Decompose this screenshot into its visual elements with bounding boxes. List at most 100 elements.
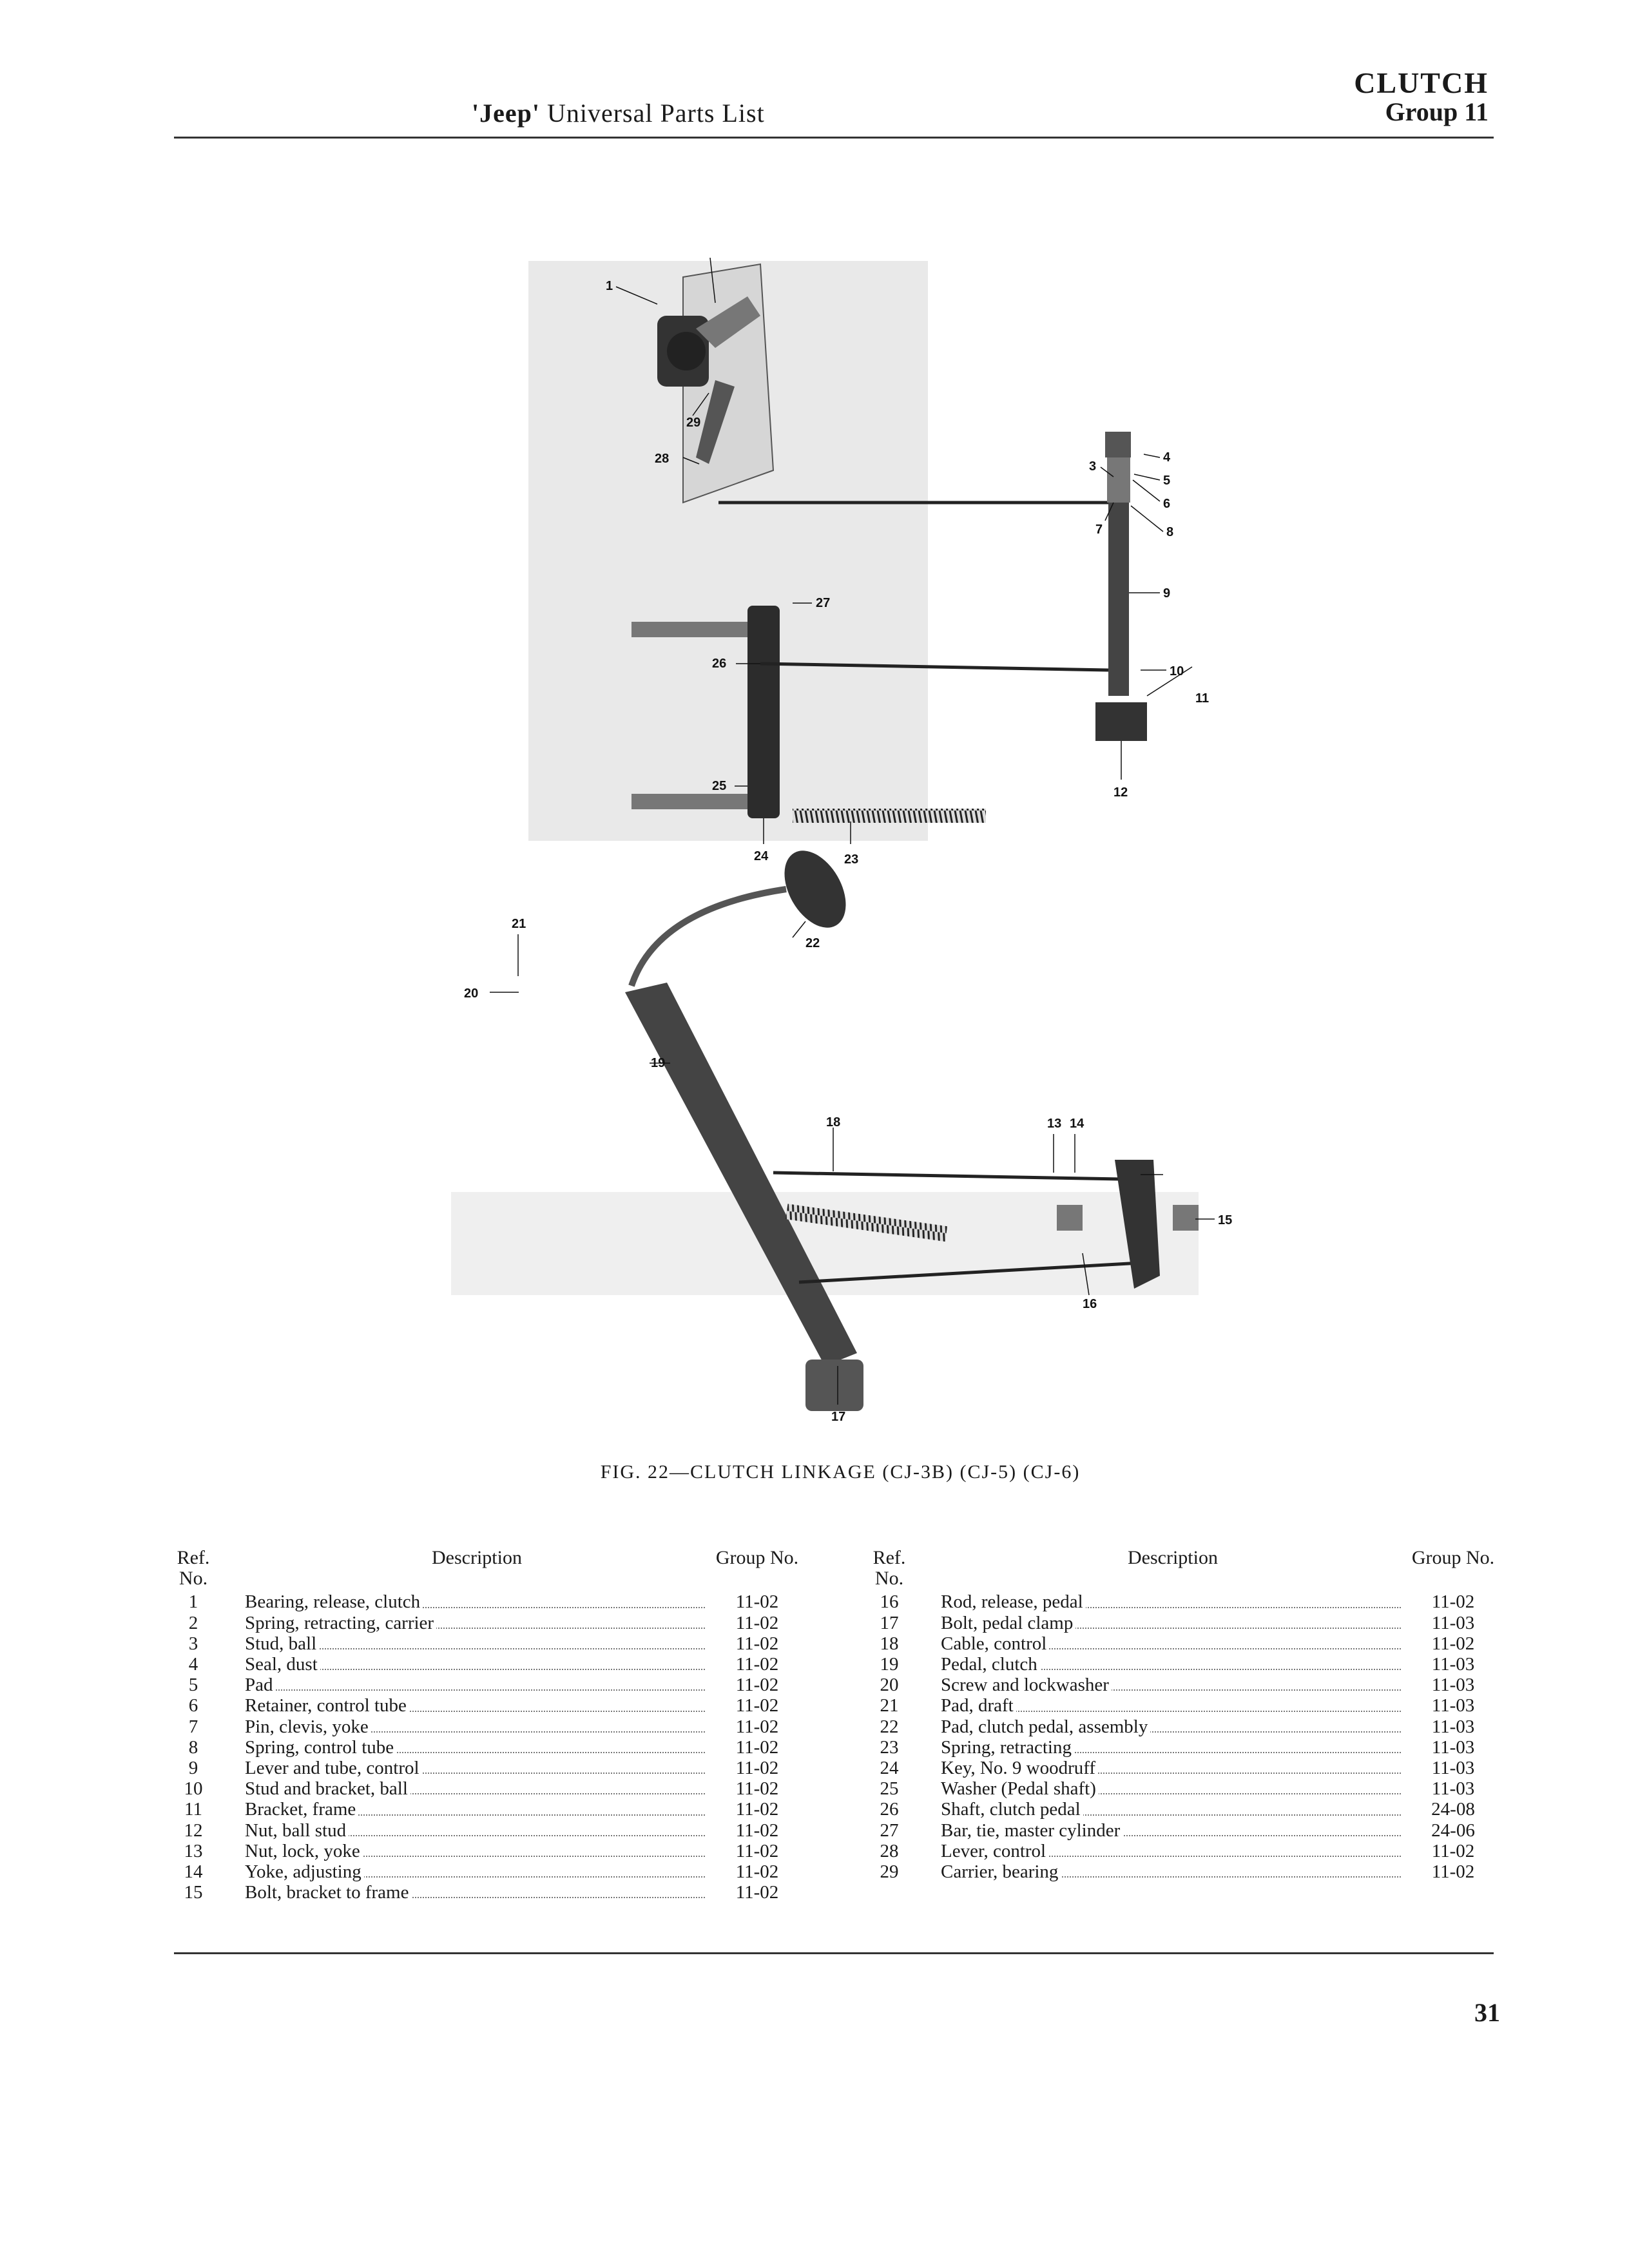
description-cell: Nut, ball stud [226, 1820, 709, 1841]
description-text: Key, No. 9 woodruff [941, 1758, 1099, 1779]
ref-no-cell: 21 [880, 1695, 899, 1716]
callout-21: 21 [512, 917, 526, 931]
callout-labels: 1 2 3 4 5 6 7 8 9 10 11 12 13 14 15 16 1… [464, 258, 1232, 1424]
callout-11: 11 [1195, 691, 1209, 706]
callout-6: 6 [1163, 497, 1170, 511]
section-heading: CLUTCH Group 11 [1354, 67, 1489, 127]
ref-no-cell: 29 [880, 1861, 899, 1883]
description-cell: Screw and lockwasher [921, 1675, 1405, 1696]
description-cell: Lever, control [921, 1840, 1405, 1861]
group-no-cell: 11-02 [735, 1612, 779, 1633]
description-text: Spring, retracting [941, 1736, 1074, 1758]
description-text: Washer (Pedal shaft) [941, 1778, 1099, 1800]
callout-7: 7 [1095, 523, 1103, 537]
description-cell: Pad [226, 1675, 709, 1696]
group-no-cell: 11-02 [1431, 1861, 1475, 1883]
document-title: Universal Parts List [546, 99, 765, 128]
group-no-cell: 11-02 [735, 1778, 779, 1800]
group-label: Group 11 [1385, 97, 1489, 127]
description-cell: Carrier, bearing [921, 1861, 1405, 1883]
description-cell: Nut, lock, yoke [226, 1840, 709, 1861]
description-text: Cable, control [941, 1633, 1050, 1654]
ref-no-cell: 10 [184, 1778, 203, 1800]
page-number: 31 [1474, 1998, 1500, 2027]
description-cell: Bracket, frame [226, 1799, 709, 1820]
group-no-cell: 11-02 [735, 1591, 779, 1613]
callout-5: 5 [1163, 474, 1170, 488]
group-no-cell: 11-03 [1431, 1654, 1475, 1675]
group-no-cell: 11-03 [1431, 1612, 1475, 1633]
description-cell: Pin, clevis, yoke [226, 1716, 709, 1737]
description-header: Description [1128, 1548, 1218, 1568]
ref-no-cell: 3 [188, 1633, 198, 1654]
description-text: Screw and lockwasher [941, 1675, 1112, 1696]
callout-19: 19 [651, 1056, 665, 1070]
description-cell: Stud and bracket, ball [226, 1778, 709, 1800]
group-no-cell: 11-02 [735, 1861, 779, 1883]
group-no-cell: 11-03 [1431, 1695, 1475, 1716]
description-text: Bolt, pedal clamp [941, 1612, 1076, 1633]
group-no-cell: 11-02 [1431, 1591, 1475, 1613]
group-no-cell: 24-06 [1431, 1820, 1475, 1841]
description-text: Pedal, clutch [941, 1654, 1040, 1675]
callout-9: 9 [1163, 586, 1170, 601]
ref-no-cell: 13 [184, 1840, 203, 1861]
running-title: 'Jeep' Universal Parts List [472, 98, 765, 128]
description-cell: Lever and tube, control [226, 1758, 709, 1779]
description-text: Bearing, release, clutch [245, 1591, 423, 1613]
description-text: Bracket, frame [245, 1799, 359, 1820]
description-cell: Shaft, clutch pedal [921, 1799, 1405, 1820]
description-cell: Pedal, clutch [921, 1654, 1405, 1675]
description-text: Seal, dust [245, 1654, 320, 1675]
description-cell: Pad, draft [921, 1695, 1405, 1716]
callout-28: 28 [655, 452, 669, 466]
ref-no-cell: 7 [188, 1716, 198, 1737]
callout-8: 8 [1166, 525, 1173, 539]
ref-no-cell: 18 [880, 1633, 899, 1654]
description-text: Lever, control [941, 1840, 1049, 1861]
ref-no-cell: 27 [880, 1820, 899, 1841]
description-cell: Key, No. 9 woodruff [921, 1758, 1405, 1779]
ref-no-cell: 15 [184, 1882, 203, 1903]
ref-no-cell: 20 [880, 1675, 899, 1696]
description-text: Pad, draft [941, 1695, 1016, 1716]
table-row: 29 Carrier, bearing 11-02 [857, 1861, 1501, 1883]
description-text: Pad [245, 1675, 276, 1696]
callout-13: 13 [1047, 1117, 1061, 1131]
group-no-cell: 11-02 [735, 1820, 779, 1841]
callout-14: 14 [1070, 1117, 1084, 1131]
callout-12: 12 [1113, 785, 1128, 800]
group-no-cell: 11-03 [1431, 1736, 1475, 1758]
table-row: 10 Stud and bracket, ball 11-02 [161, 1778, 805, 1800]
group-no-cell: 11-03 [1431, 1778, 1475, 1800]
description-cell: Bolt, pedal clamp [921, 1612, 1405, 1633]
header-rule [174, 137, 1494, 139]
callouts [490, 258, 1215, 1405]
description-text: Spring, retracting, carrier [245, 1612, 437, 1633]
group-no-cell: 11-03 [1431, 1675, 1475, 1696]
callout-18: 18 [826, 1115, 840, 1129]
description-cell: Seal, dust [226, 1654, 709, 1675]
group-no-cell: 11-02 [735, 1882, 779, 1903]
description-header: Description [432, 1548, 522, 1568]
pedal-shaft [631, 606, 1109, 823]
callout-10: 10 [1170, 664, 1184, 678]
ref-no-cell: 4 [188, 1654, 198, 1675]
brand-name: 'Jeep' [472, 99, 540, 128]
description-text: Spring, control tube [245, 1736, 397, 1758]
callout-27: 27 [816, 596, 830, 610]
